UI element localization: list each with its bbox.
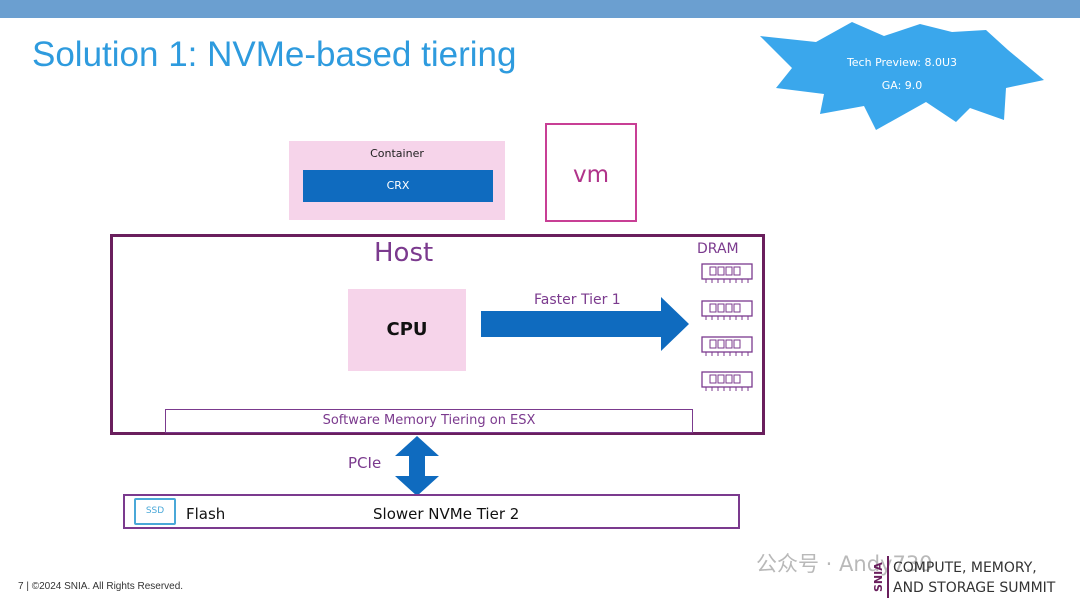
tier1-arrow-icon — [481, 297, 689, 351]
crx-box: CRX — [303, 170, 493, 202]
ga-text: GA: 9.0 — [881, 79, 923, 92]
pcie-label: PCIe — [348, 454, 382, 472]
snia-logo-text: SNIA — [872, 562, 885, 592]
copyright-footer: 7 | ©2024 SNIA. All Rights Reserved. — [18, 581, 184, 592]
tech-preview-text: Tech Preview: 8.0U3 — [846, 56, 958, 69]
vm-box: vm — [545, 123, 637, 222]
container-box: Container CRX — [289, 141, 505, 220]
top-accent-bar — [0, 0, 1080, 18]
wechat-watermark: 公众号 · Andy730 — [756, 552, 933, 576]
starburst-shape — [760, 22, 1044, 130]
summit-line2: AND STORAGE SUMMIT — [893, 580, 1056, 596]
release-starburst: Tech Preview: 8.0U3 GA: 9.0 — [756, 22, 1048, 134]
cpu-box: CPU — [348, 289, 466, 371]
pcie-double-arrow-icon — [395, 436, 439, 496]
flash-label: Flash — [186, 505, 226, 523]
slide-title: Solution 1: NVMe-based tiering — [32, 35, 517, 74]
dram-label: DRAM — [697, 241, 739, 257]
tier1-label: Faster Tier 1 — [534, 292, 621, 308]
dram-module-icon — [701, 263, 753, 283]
container-label: Container — [370, 147, 424, 160]
ssd-icon: SSD — [134, 498, 176, 525]
flash-tier-box — [123, 494, 740, 529]
logo-divider — [887, 556, 889, 598]
dram-module-icon — [701, 300, 753, 320]
tier2-label: Slower NVMe Tier 2 — [373, 505, 520, 523]
host-label: Host — [374, 238, 434, 268]
dram-module-icon — [701, 336, 753, 356]
dram-module-icon — [701, 371, 753, 391]
software-tiering-box: Software Memory Tiering on ESX — [165, 409, 693, 433]
host-box — [110, 234, 765, 435]
summit-line1: COMPUTE, MEMORY, — [893, 560, 1037, 576]
